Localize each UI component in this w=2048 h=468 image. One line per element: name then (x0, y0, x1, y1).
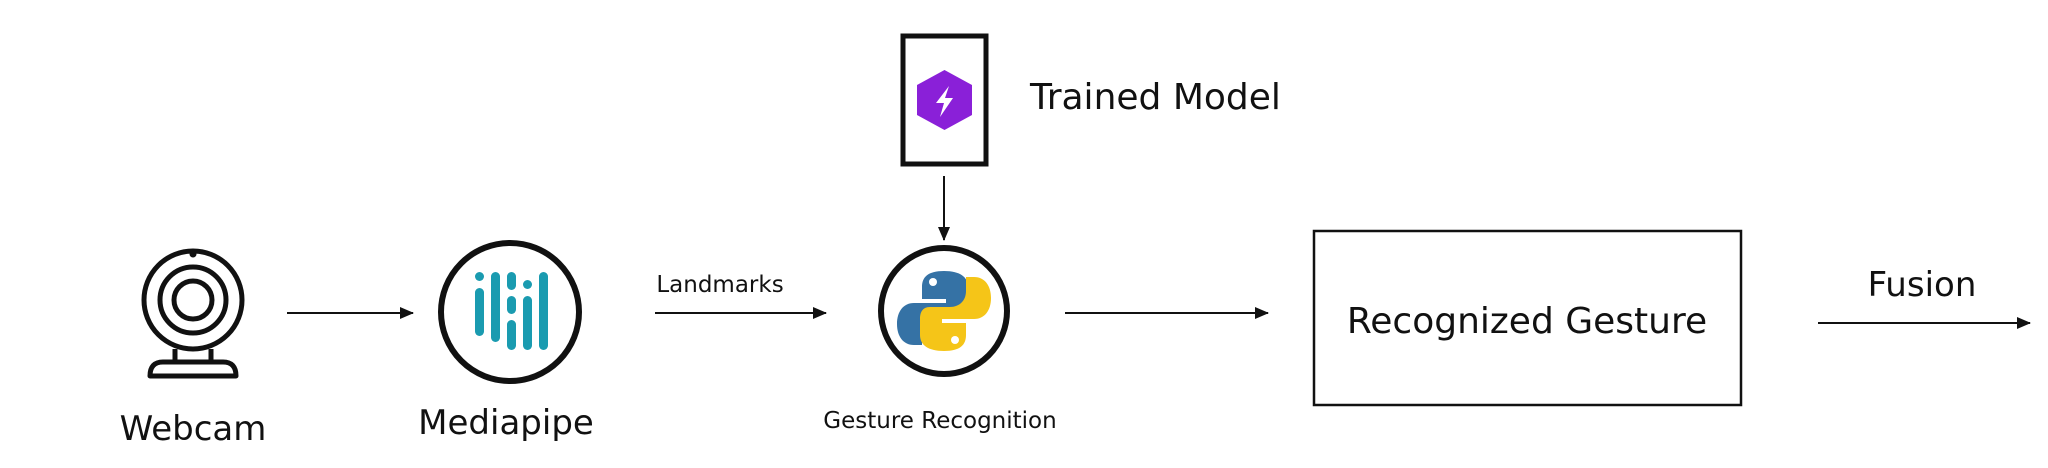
webcam-label: Webcam (120, 409, 267, 449)
mediapipe-label: Mediapipe (418, 403, 594, 443)
gesture-recognition-label: Gesture Recognition (823, 408, 1056, 434)
python-icon (878, 245, 1010, 377)
recognized-gesture-box (1312, 229, 1743, 407)
mediapipe-icon (438, 240, 582, 384)
model-hexagon-icon (917, 70, 972, 130)
fusion-label: Fusion (1868, 265, 1977, 305)
landmarks-label: Landmarks (656, 272, 783, 298)
trained-model-label: Trained Model (1029, 77, 1281, 118)
trained-model-box (900, 33, 989, 167)
webcam-icon (141, 248, 245, 379)
recognized-gesture-label: Recognized Gesture (1347, 301, 1707, 342)
